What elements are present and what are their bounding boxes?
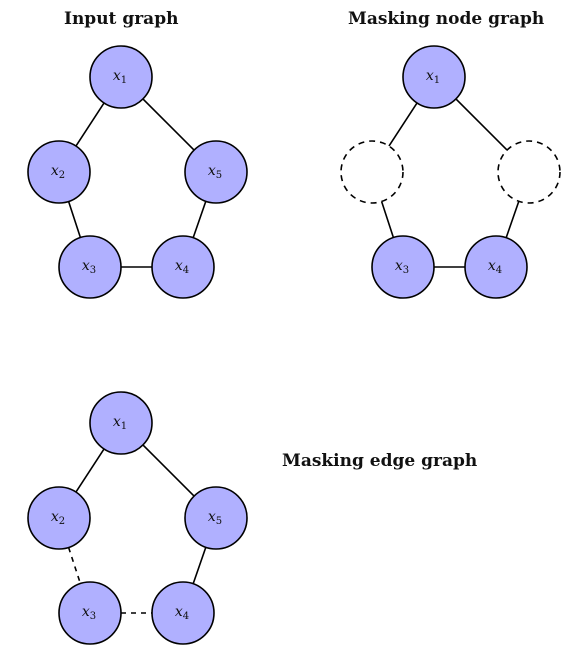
node-x2 (27, 486, 91, 550)
node-x2 (27, 140, 91, 204)
masked-node-x2 (340, 140, 404, 204)
masking-node-graph-title: Masking node graph (348, 9, 545, 29)
node-label-x5: x5 (208, 163, 222, 181)
node-x1 (402, 45, 466, 109)
node-label-x3: x3 (395, 258, 409, 276)
node-x1 (89, 391, 153, 455)
node-label-x5: x5 (208, 509, 222, 527)
node-label-x1: x1 (113, 414, 127, 432)
node-x4 (151, 581, 215, 645)
input-graph: x1 x2 x3 x4 x5 (27, 45, 248, 299)
edge-x5-x4 (192, 547, 207, 584)
node-label-x3: x3 (82, 604, 96, 622)
edge-x1-x5 (455, 98, 508, 151)
edge-x1-x5 (142, 98, 195, 151)
node-x3 (58, 581, 122, 645)
node-x3 (58, 235, 122, 299)
node-label-x3: x3 (82, 258, 96, 276)
edge-x5-x4 (505, 201, 520, 238)
edge-x2-x3-masked (67, 547, 82, 584)
node-label-x4: x4 (175, 604, 189, 622)
node-x5 (184, 140, 248, 204)
node-x3 (371, 235, 435, 299)
edge-x1-x2 (75, 448, 105, 493)
node-label-x2: x2 (51, 163, 65, 181)
node-x4 (464, 235, 528, 299)
edge-x2-x3 (380, 201, 395, 238)
input-graph-title: Input graph (64, 9, 179, 29)
masking-edge-graph: x1 x2 x3 x4 x5 (27, 391, 248, 645)
edge-x2-x3 (67, 201, 82, 238)
masked-node-x5 (497, 140, 561, 204)
node-label-x1: x1 (113, 68, 127, 86)
edge-x1-x5 (142, 444, 195, 497)
masking-node-graph: x1 x3 x4 (340, 45, 561, 299)
edge-x5-x4 (192, 201, 207, 238)
node-x1 (89, 45, 153, 109)
edge-x1-x2 (75, 102, 105, 147)
node-label-x4: x4 (175, 258, 189, 276)
node-x5 (184, 486, 248, 550)
node-label-x2: x2 (51, 509, 65, 527)
node-label-x1: x1 (426, 68, 440, 86)
edge-x1-x2 (388, 102, 418, 147)
masking-edge-graph-title: Masking edge graph (282, 451, 478, 471)
node-label-x4: x4 (488, 258, 502, 276)
node-x4 (151, 235, 215, 299)
